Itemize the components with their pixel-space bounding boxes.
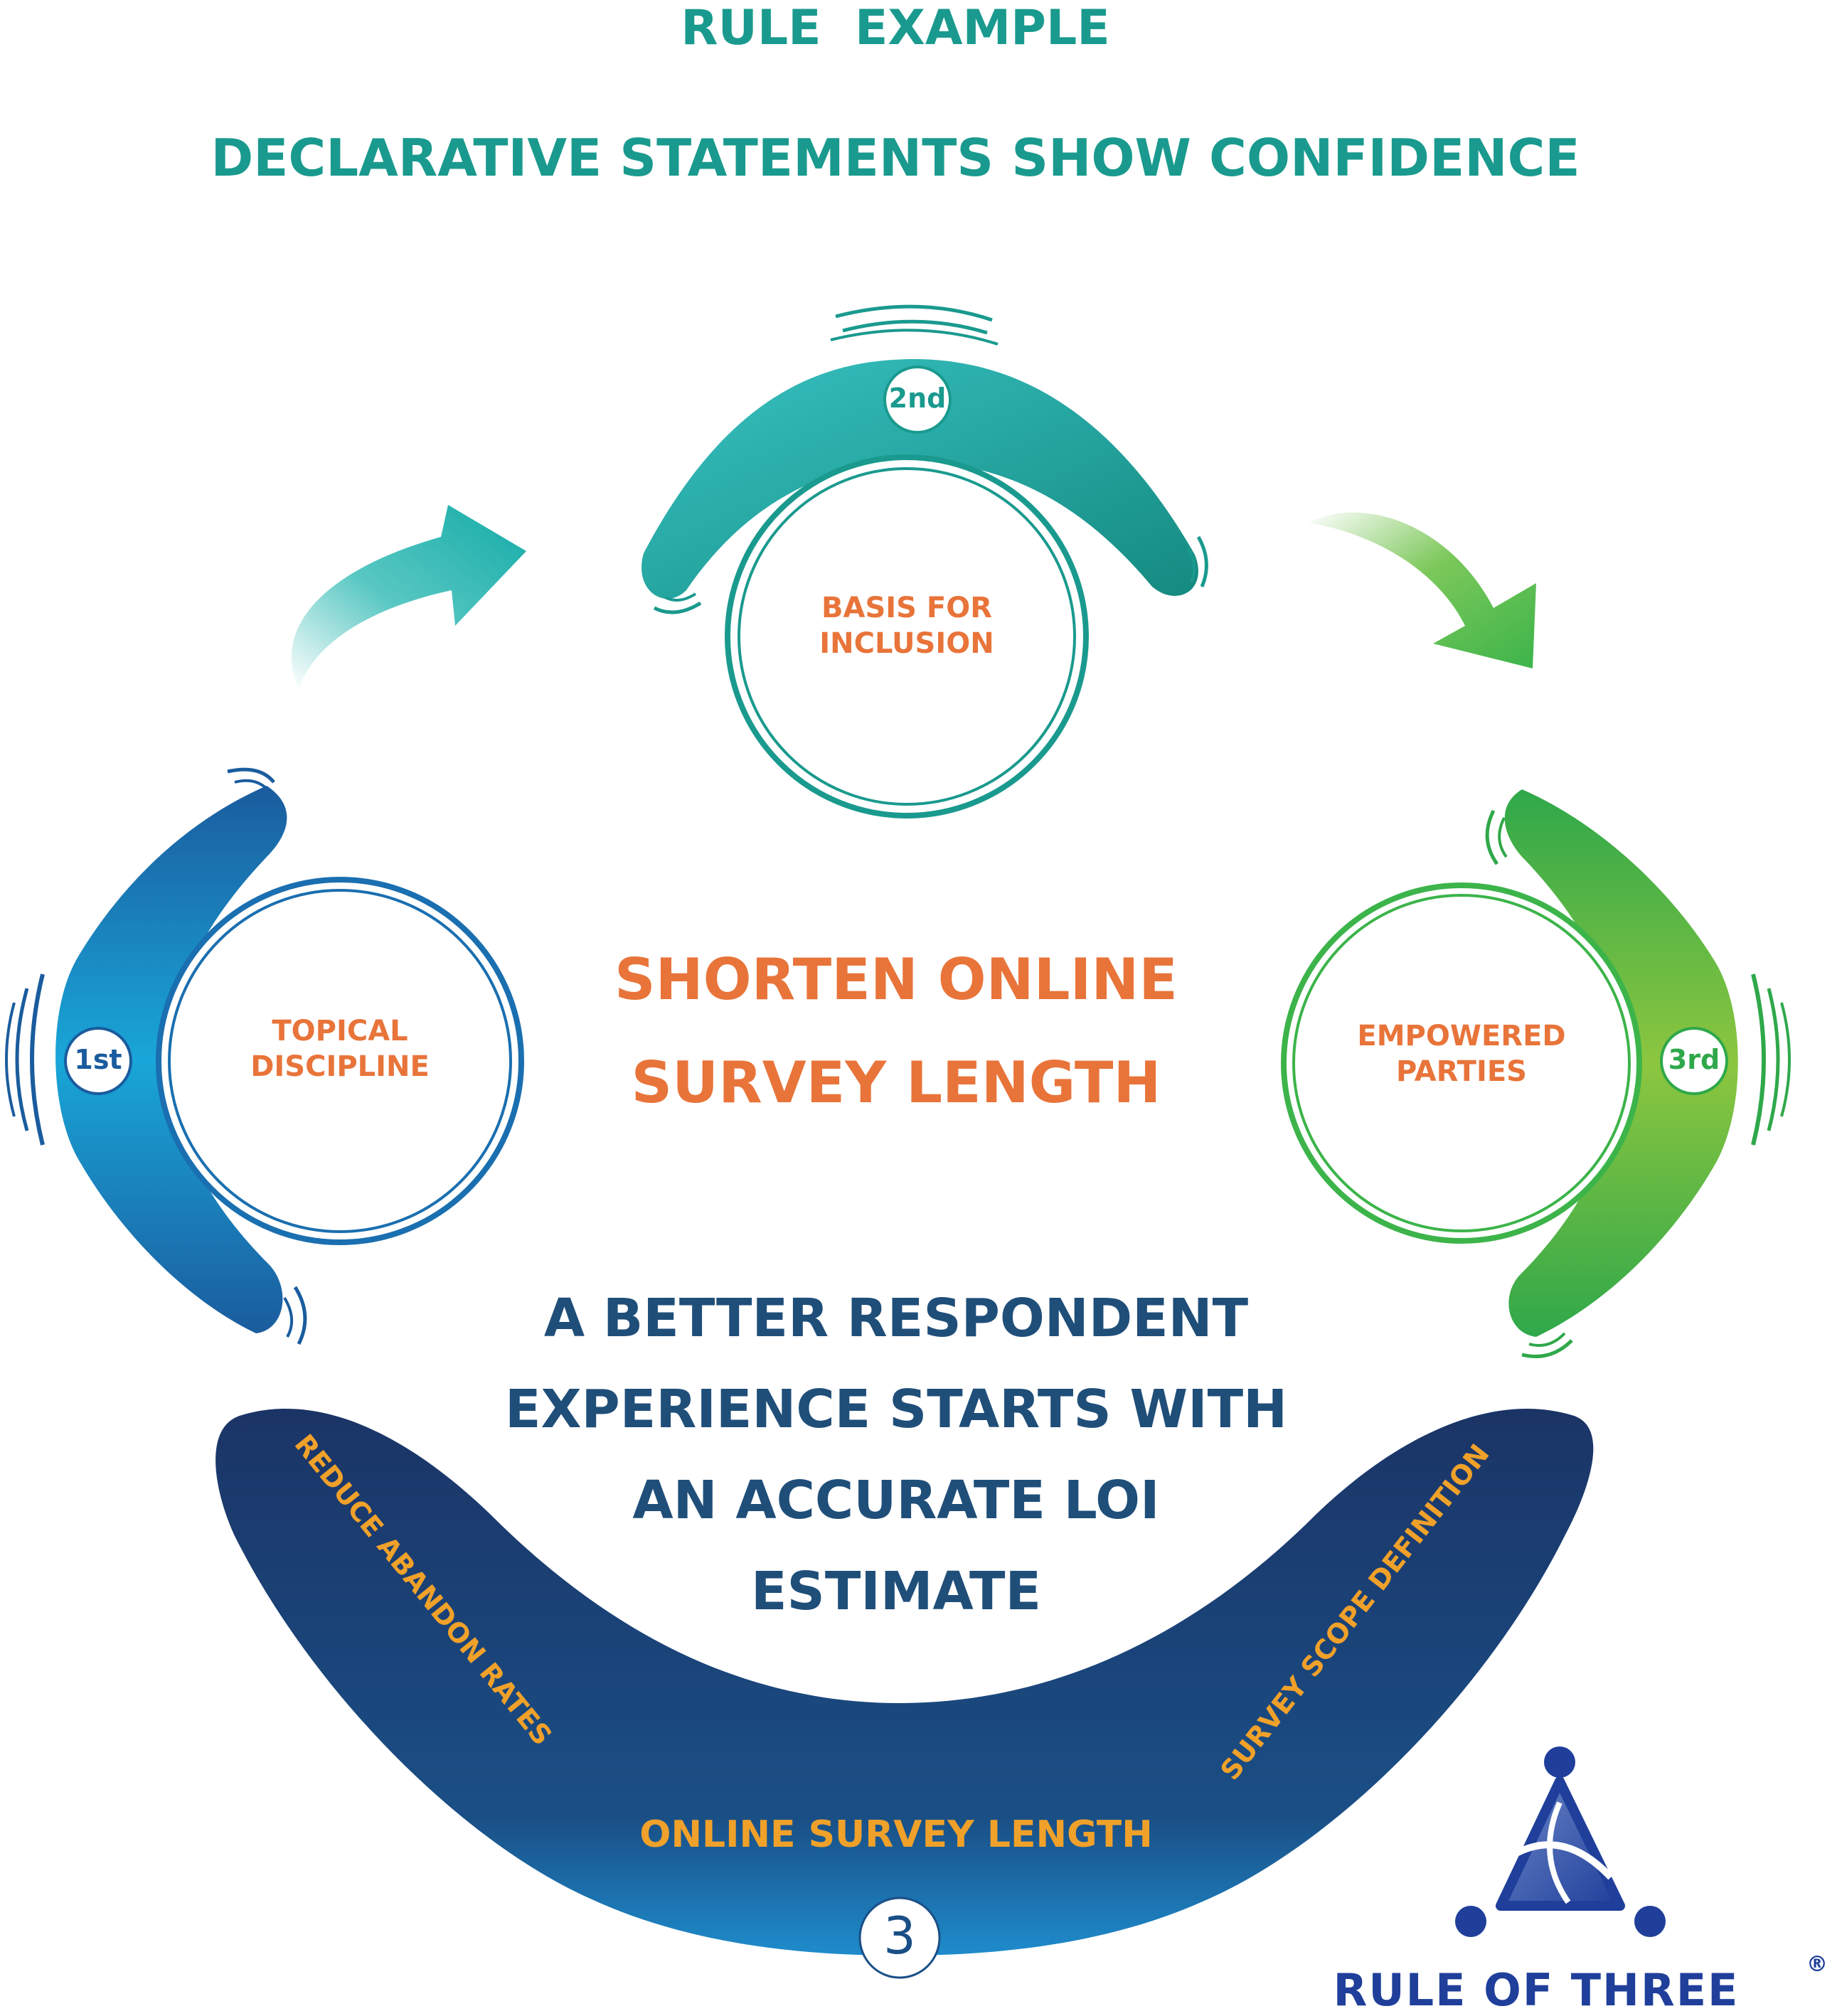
center-statement-line1: A BETTER RESPONDENT bbox=[543, 1288, 1249, 1349]
rule-label: RULE EXAMPLE bbox=[681, 0, 1110, 56]
label-basis-for-inclusion: BASIS FOR INCLUSION bbox=[793, 590, 1021, 661]
bottom-badge-glyph: 3 bbox=[883, 1906, 916, 1966]
label-empowered-line2: PARTIES bbox=[1396, 1055, 1527, 1088]
arrow-2nd-to-3rd bbox=[1309, 512, 1536, 668]
rule-of-three-logo-text: RULE OF THREE bbox=[1333, 1964, 1740, 2016]
badge-2nd bbox=[883, 366, 952, 434]
badge-1st-label: 1st bbox=[74, 1044, 122, 1075]
label-topical-line1: TOPICAL bbox=[272, 1015, 408, 1047]
registered-mark: ® bbox=[1806, 1952, 1828, 1977]
center-headline-line2: SURVEY LENGTH bbox=[631, 1050, 1161, 1116]
center-statement-line4: ESTIMATE bbox=[750, 1561, 1042, 1622]
center-statement-line2: EXPERIENCE STARTS WITH bbox=[504, 1379, 1288, 1440]
online-survey-length-label: ONLINE SURVEY LENGTH bbox=[639, 1813, 1153, 1856]
rule-of-three-logo-mark bbox=[1455, 1746, 1666, 1937]
label-topical-line2: DISCIPLINE bbox=[250, 1050, 430, 1083]
label-basis-line2: INCLUSION bbox=[819, 627, 994, 660]
label-topical-discipline: TOPICAL DISCIPLINE bbox=[226, 1013, 454, 1084]
boomerang-bottom-body bbox=[215, 1409, 1594, 1956]
boomerang-bottom bbox=[215, 1409, 1594, 1979]
page-subtitle: DECLARATIVE STATEMENTS SHOW CONFIDENCE bbox=[211, 128, 1580, 188]
badge-1st bbox=[64, 1027, 132, 1095]
badge-3rd bbox=[1660, 1027, 1728, 1095]
arrow-1st-to-2nd bbox=[291, 505, 526, 690]
badge-3rd-label: 3rd bbox=[1668, 1044, 1720, 1075]
label-empowered-line1: EMPOWERED bbox=[1357, 1020, 1566, 1052]
center-statement: A BETTER RESPONDENT EXPERIENCE STARTS WI… bbox=[469, 1273, 1323, 1637]
center-statement-line3: AN ACCURATE LOI bbox=[632, 1470, 1160, 1531]
bottom-badge bbox=[858, 1897, 941, 1979]
boomerang-3rd bbox=[1281, 789, 1791, 1358]
boomerang-2nd-body bbox=[641, 359, 1198, 599]
badge-2nd-label: 2nd bbox=[888, 383, 947, 414]
boomerang-1st bbox=[5, 767, 524, 1345]
boomerang-1st-body bbox=[55, 786, 287, 1333]
boomerang-2nd bbox=[641, 304, 1208, 818]
center-headline-line1: SHORTEN ONLINE bbox=[614, 946, 1178, 1013]
center-headline: SHORTEN ONLINE SURVEY LENGTH bbox=[541, 928, 1252, 1134]
label-empowered-parties: EMPOWERED PARTIES bbox=[1333, 1018, 1590, 1089]
label-basis-line1: BASIS FOR bbox=[821, 592, 992, 624]
